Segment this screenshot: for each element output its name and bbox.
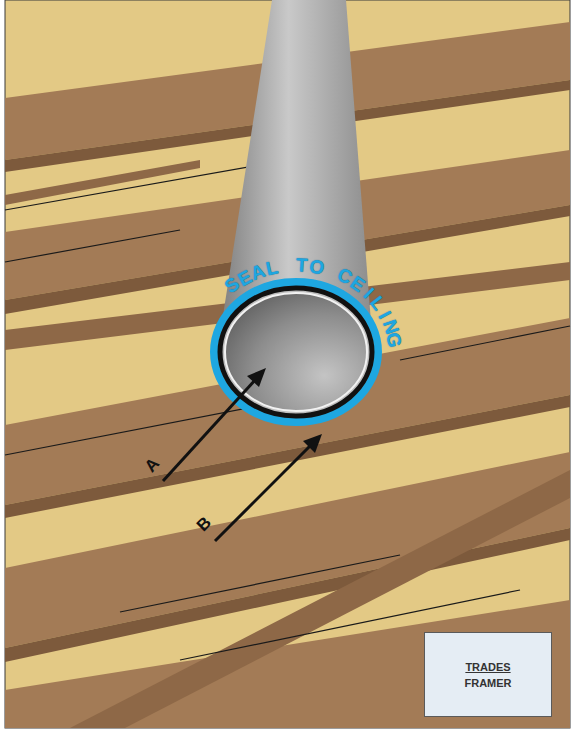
ceiling-seal [214, 282, 378, 422]
leader-line [163, 379, 256, 481]
leader-line [215, 444, 312, 541]
edge-line [400, 326, 570, 360]
arc-letter: T [296, 255, 309, 275]
duct-opening [225, 293, 367, 411]
joist [70, 470, 570, 728]
arc-letter: G [383, 331, 404, 349]
edge-line [5, 230, 180, 262]
joist [5, 160, 200, 205]
box-heading: TRADES [465, 661, 510, 673]
attic-background [5, 0, 570, 728]
arrow-head [303, 434, 322, 453]
leader-arrows [163, 368, 322, 541]
arrow-head [247, 368, 266, 387]
duct-collar [220, 288, 372, 416]
round-duct [214, 0, 378, 422]
box-text: FRAMER [464, 677, 511, 689]
legend-box: TRADES FRAMER [424, 632, 552, 717]
edge-line [120, 555, 400, 612]
edge-line [5, 165, 260, 210]
